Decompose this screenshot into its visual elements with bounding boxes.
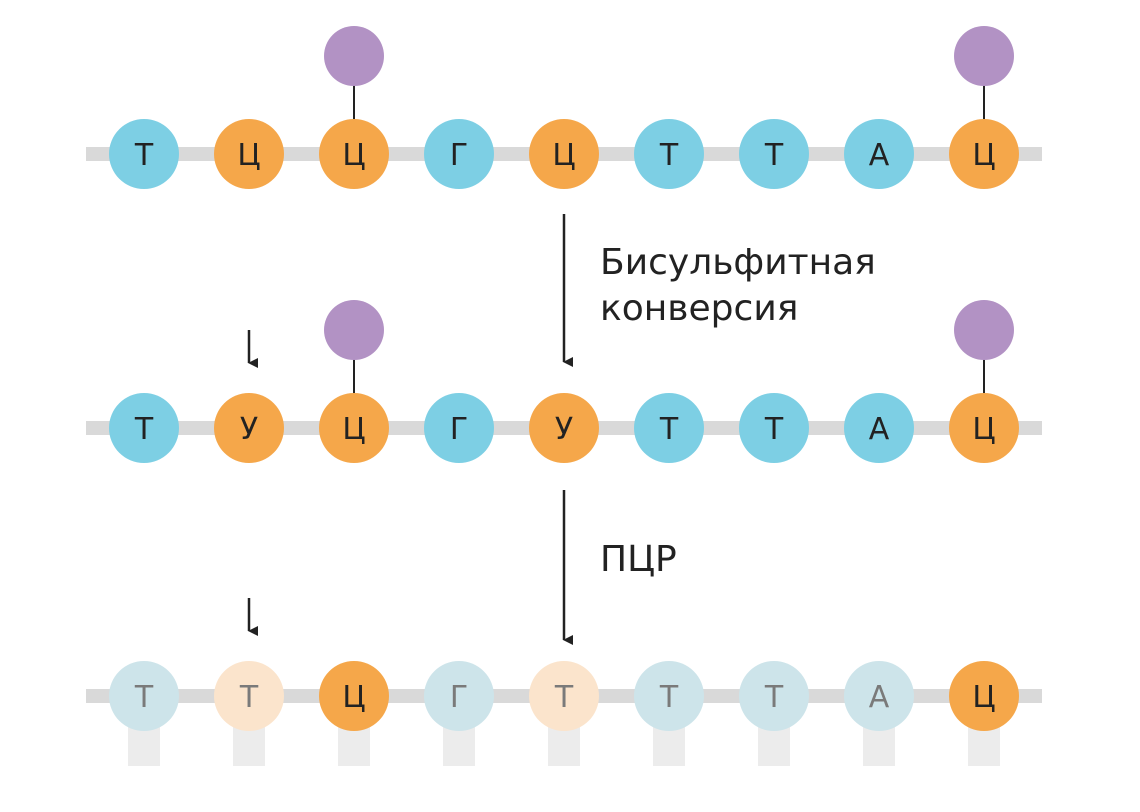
nucleotide-letter: Т bbox=[659, 138, 679, 173]
nucleotide-letter: А bbox=[869, 680, 890, 715]
nucleotide-letter: Ц bbox=[342, 138, 365, 173]
step-label-bisulfite-line1: Бисульфитная bbox=[600, 242, 876, 283]
nucleotide-letter: Г bbox=[450, 412, 468, 447]
step-label-bisulfite: Бисульфитная конверсия bbox=[600, 240, 876, 332]
methyl-group bbox=[954, 300, 1014, 360]
nucleotide-1 bbox=[214, 393, 284, 463]
nucleotide-letter: Ц bbox=[972, 138, 995, 173]
nucleotide-7 bbox=[844, 661, 914, 731]
step-label-pcr: ПЦР bbox=[600, 537, 677, 583]
nucleotide-letter: Т bbox=[659, 412, 679, 447]
methyl-group bbox=[324, 26, 384, 86]
nucleotide-6 bbox=[739, 393, 809, 463]
nucleotide-4 bbox=[529, 119, 599, 189]
nucleotide-letter: Ц bbox=[342, 412, 365, 447]
nucleotide-letter: Г bbox=[450, 138, 468, 173]
nucleotide-2 bbox=[319, 661, 389, 731]
nucleotide-5 bbox=[634, 393, 704, 463]
nucleotide-letter: Ц bbox=[972, 680, 995, 715]
nucleotide-letter: Т bbox=[659, 680, 679, 715]
nucleotide-letter: Т bbox=[764, 138, 784, 173]
nucleotide-4 bbox=[529, 393, 599, 463]
nucleotide-letter: Т bbox=[764, 412, 784, 447]
nucleotide-5 bbox=[634, 119, 704, 189]
nucleotide-7 bbox=[844, 393, 914, 463]
nucleotide-6 bbox=[739, 119, 809, 189]
nucleotide-letter: Т bbox=[554, 680, 574, 715]
nucleotide-letter: У bbox=[240, 412, 258, 447]
nucleotide-letter: Т bbox=[134, 138, 154, 173]
nucleotide-5 bbox=[634, 661, 704, 731]
nucleotide-letter: Ц bbox=[342, 680, 365, 715]
step-label-pcr-line1: ПЦР bbox=[600, 539, 677, 580]
nucleotide-0 bbox=[109, 119, 179, 189]
nucleotide-3 bbox=[424, 661, 494, 731]
nucleotide-0 bbox=[109, 661, 179, 731]
nucleotide-3 bbox=[424, 393, 494, 463]
nucleotide-letter: Ц bbox=[552, 138, 575, 173]
nucleotide-letter: Т bbox=[134, 412, 154, 447]
nucleotide-letter: А bbox=[869, 412, 890, 447]
nucleotide-letter: Г bbox=[450, 680, 468, 715]
nucleotide-letter: Ц bbox=[237, 138, 260, 173]
nucleotide-0 bbox=[109, 393, 179, 463]
nucleotide-7 bbox=[844, 119, 914, 189]
nucleotide-2 bbox=[319, 119, 389, 189]
methyl-group bbox=[324, 300, 384, 360]
nucleotide-letter: А bbox=[869, 138, 890, 173]
methyl-group bbox=[954, 26, 1014, 86]
step-label-bisulfite-line2: конверсия bbox=[600, 288, 799, 329]
nucleotide-letter: Т bbox=[134, 680, 154, 715]
nucleotide-letter: Т bbox=[239, 680, 259, 715]
nucleotide-2 bbox=[319, 393, 389, 463]
nucleotide-4 bbox=[529, 661, 599, 731]
nucleotide-8 bbox=[949, 119, 1019, 189]
nucleotide-1 bbox=[214, 661, 284, 731]
strands-layer: Т Ц Ц Г Ц Т Т А Ц Т У Ц Г У Т Т А Ц Т Т Ц Г Т Т Т А Ц bbox=[86, 26, 1042, 766]
nucleotide-letter: У bbox=[555, 412, 573, 447]
nucleotide-3 bbox=[424, 119, 494, 189]
nucleotide-letter: Ц bbox=[972, 412, 995, 447]
nucleotide-1 bbox=[214, 119, 284, 189]
nucleotide-6 bbox=[739, 661, 809, 731]
nucleotide-letter: Т bbox=[764, 680, 784, 715]
nucleotide-8 bbox=[949, 661, 1019, 731]
nucleotide-8 bbox=[949, 393, 1019, 463]
